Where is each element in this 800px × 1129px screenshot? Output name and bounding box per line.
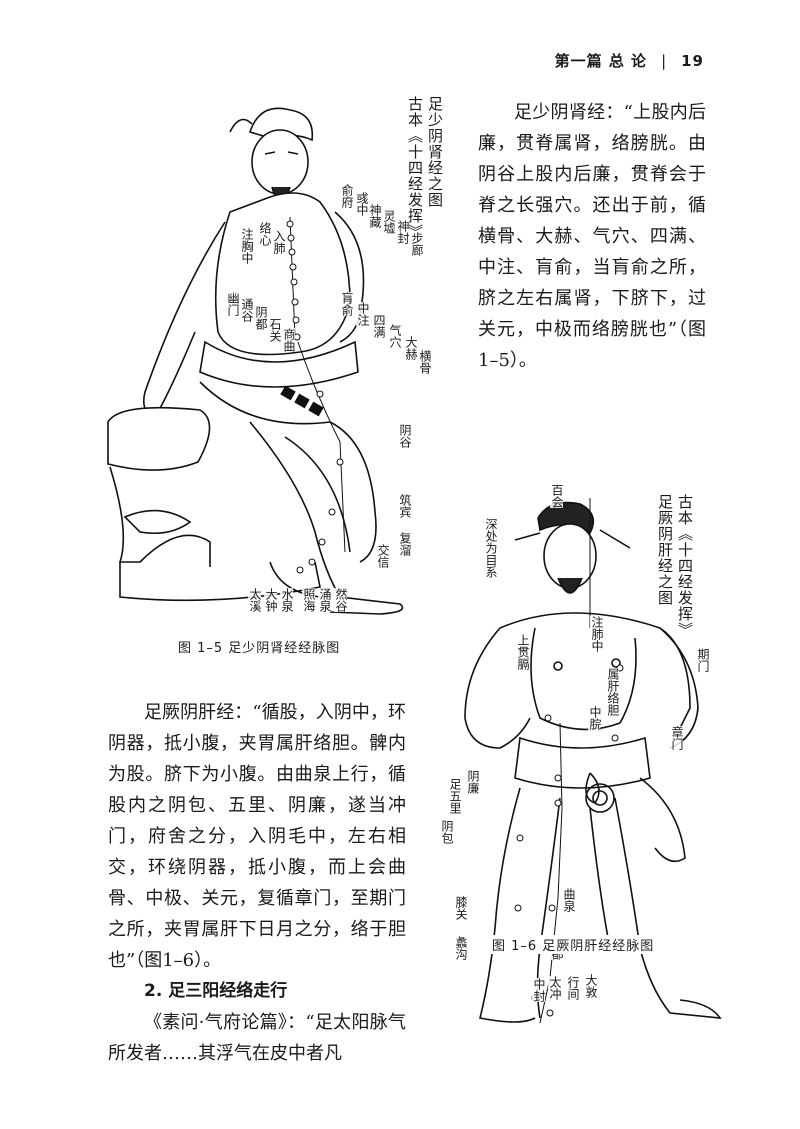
point-label: 肓俞: [340, 292, 354, 316]
point-label: 神封: [396, 220, 410, 244]
point-label: 入肺: [272, 230, 286, 254]
section-subheading: 2. 足三阳经络走行: [144, 981, 288, 1001]
liver-meridian-paragraph: 足厥阴肝经：“循股，入阴中，环阴器，抵小腹，夹胃属肝络胆。髀内为股。脐下为小腹。…: [108, 702, 406, 971]
figure-kidney-meridian: 古本《十四经发挥》 足少阴肾经之图 俞府 彧中 神藏 灵墟 神封 步廊 入肺 络…: [100, 92, 452, 624]
point-label: 注肺中: [590, 616, 604, 652]
figure2-caption: 图 1–6 足厥阴肝经经脉图: [490, 935, 657, 954]
figure-liver-meridian: 古本《十四经发挥》 足厥阴肝经之图 百会 深处为目系 上贯膈 注肺中 期门 属肝…: [440, 478, 736, 1038]
point-label: 复溜: [398, 532, 412, 556]
point-label: 属肝络胆: [606, 668, 620, 716]
point-label: 通谷: [240, 298, 254, 322]
point-label: 期门: [696, 648, 710, 672]
point-label: 阴都: [254, 306, 268, 330]
point-label: 四满: [372, 314, 386, 338]
point-label: 彧中: [355, 192, 369, 216]
point-label: 步廊: [410, 232, 424, 256]
point-label: 石关: [268, 318, 282, 342]
point-label: 涌泉: [318, 588, 332, 612]
page-header: 第一篇 总 论 | 19: [555, 50, 704, 71]
point-label: 行间: [566, 976, 580, 1000]
left-column-text: 足厥阴肝经：“循股，入阴中，环阴器，抵小腹，夹胃属肝络胆。髀内为股。脐下为小腹。…: [108, 697, 406, 1069]
figure1-caption: 图 1–5 足少阴肾经经脉图: [178, 641, 341, 656]
point-label: 俞府: [340, 184, 354, 208]
point-label: 太冲: [548, 976, 562, 1000]
point-label: 商曲: [282, 328, 296, 352]
point-label: 蠡沟: [454, 936, 468, 960]
figure1-title-line1: 古本《十四经发挥》: [406, 96, 424, 240]
point-label: 大钟: [264, 588, 278, 612]
point-label: 注胸中: [240, 228, 254, 264]
section-title: 第一篇 总 论: [554, 52, 648, 70]
point-label: 深处为目系: [484, 518, 498, 578]
point-label: 络心: [258, 222, 272, 246]
point-label: 太溪: [248, 588, 262, 612]
kidney-meridian-paragraph: 足少阴肾经：“上股内后廉，贯脊属肾，络膀胱。由阴谷上股内后廉，贯脊会于脊之长强穴…: [478, 102, 706, 371]
point-label: 膝关: [454, 896, 468, 920]
liver-meridian-illustration: [464, 498, 722, 1024]
point-label: 大敦: [584, 974, 598, 998]
kidney-meridian-illustration: [107, 107, 404, 615]
point-label: 章门: [670, 726, 684, 750]
point-label: 百会: [550, 484, 564, 508]
header-separator: |: [661, 52, 668, 70]
point-label: 中注: [356, 302, 370, 326]
point-label: 上贯膈: [516, 634, 530, 670]
point-label: 交信: [376, 544, 390, 568]
point-label: 神藏: [368, 204, 382, 228]
point-label: 曲泉: [562, 888, 576, 912]
point-label: 中脘: [588, 706, 602, 730]
point-label: 照海: [302, 588, 316, 612]
point-label: 幽门: [226, 292, 240, 316]
point-label: 中封: [532, 978, 546, 1002]
point-label: 阴廉: [466, 770, 480, 794]
point-label: 阴谷: [398, 424, 412, 448]
point-label: 水泉: [280, 588, 294, 612]
point-label: 大赫: [404, 336, 418, 360]
page-number: 19: [681, 52, 704, 70]
point-label: 气穴: [388, 324, 402, 348]
point-label: 足五里: [448, 778, 462, 814]
point-label: 筑宾: [398, 494, 412, 518]
point-label: 阴包: [440, 820, 454, 844]
point-label: 然谷: [334, 588, 348, 612]
figure2-title-line1: 古本《十四经发挥》: [676, 494, 694, 638]
qifu-paragraph: 《素问·气府论篇》：“足太阳脉气所发者……其浮气在皮中者凡: [108, 1012, 406, 1064]
point-label: 灵墟: [382, 210, 396, 234]
figure1-title-line2: 足少阴肾经之图: [426, 96, 444, 208]
point-label: 横骨: [418, 350, 432, 374]
figure2-title-line2: 足厥阴肝经之图: [656, 494, 674, 606]
